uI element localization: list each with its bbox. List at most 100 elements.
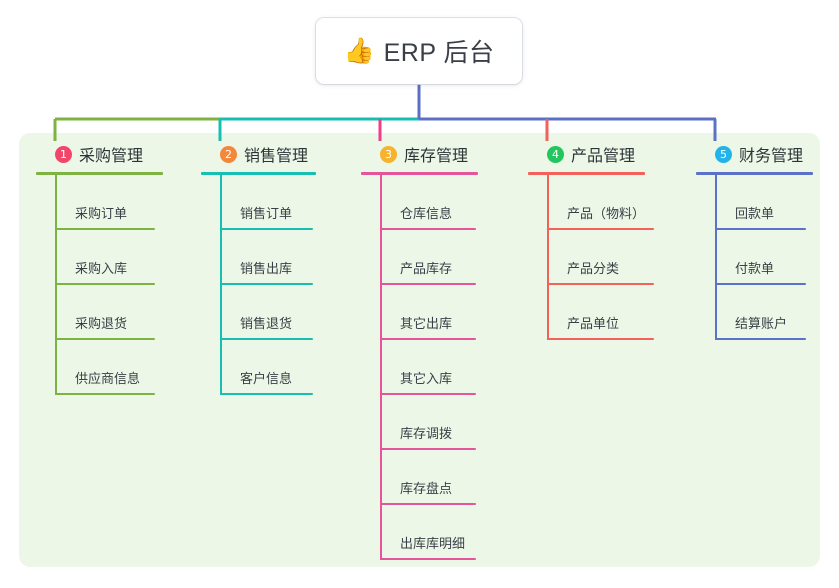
column-underline-5: [696, 172, 813, 175]
column-3: 3 库存管理仓库信息产品库存其它出库其它入库库存调拨库存盘点出库库明细: [361, 141, 478, 560]
leaf-item[interactable]: 采购入库: [55, 230, 163, 285]
leaf-item[interactable]: 产品单位: [547, 285, 654, 340]
leaf-underline: [380, 283, 476, 285]
leaf-label: 销售出库: [240, 261, 293, 276]
leaf-item[interactable]: 回款单: [715, 175, 813, 230]
leaf-list-5: 回款单付款单结算账户: [696, 175, 813, 340]
column-underline-2: [201, 172, 316, 175]
column-badge-3: 3: [380, 145, 397, 163]
column-underline-4: [528, 172, 645, 175]
column-5: 5 财务管理回款单付款单结算账户: [696, 141, 813, 340]
leaf-underline: [715, 228, 806, 230]
column-title-5: 财务管理: [739, 148, 804, 165]
leaf-item[interactable]: 销售订单: [220, 175, 316, 230]
leaf-underline: [220, 393, 313, 395]
leaf-item[interactable]: 客户信息: [220, 340, 316, 395]
leaf-label: 结算账户: [735, 316, 788, 331]
leaf-item[interactable]: 销售出库: [220, 230, 316, 285]
leaf-item[interactable]: 产品库存: [380, 230, 478, 285]
leaf-item[interactable]: 其它入库: [380, 340, 478, 395]
leaf-item[interactable]: 库存调拨: [380, 395, 478, 450]
leaf-item[interactable]: 供应商信息: [55, 340, 163, 395]
leaf-label: 产品分类: [567, 261, 620, 276]
leaf-underline: [380, 228, 476, 230]
leaf-underline: [380, 503, 476, 505]
column-header-3[interactable]: 3 库存管理: [361, 141, 478, 167]
leaf-underline: [380, 558, 476, 560]
leaf-item[interactable]: 仓库信息: [380, 175, 478, 230]
column-spine-4: [547, 175, 549, 340]
thumbs-up-icon: 👍: [343, 36, 375, 65]
leaf-label: 客户信息: [240, 371, 293, 386]
column-badge-5: 5: [715, 145, 732, 163]
leaf-underline: [220, 283, 313, 285]
column-2: 2 销售管理销售订单销售出库销售退货客户信息: [201, 141, 316, 395]
column-header-2[interactable]: 2 销售管理: [201, 141, 316, 167]
leaf-label: 供应商信息: [75, 371, 141, 386]
leaf-label: 库存盘点: [400, 481, 453, 496]
column-spine-5: [715, 175, 717, 340]
leaf-item[interactable]: 销售退货: [220, 285, 316, 340]
leaf-underline: [55, 283, 155, 285]
column-1: 1 采购管理采购订单采购入库采购退货供应商信息: [36, 141, 163, 395]
leaf-item[interactable]: 结算账户: [715, 285, 813, 340]
leaf-underline: [715, 283, 806, 285]
leaf-label: 其它入库: [400, 371, 453, 386]
leaf-label: 采购入库: [75, 261, 128, 276]
leaf-underline: [715, 338, 806, 340]
leaf-label: 仓库信息: [400, 206, 453, 221]
leaf-item[interactable]: 付款单: [715, 230, 813, 285]
leaf-list-1: 采购订单采购入库采购退货供应商信息: [36, 175, 163, 395]
leaf-underline: [380, 448, 476, 450]
column-title-2: 销售管理: [244, 148, 309, 165]
leaf-underline: [547, 283, 654, 285]
leaf-label: 库存调拨: [400, 426, 453, 441]
column-badge-2: 2: [220, 145, 237, 163]
leaf-item[interactable]: 产品分类: [547, 230, 654, 285]
leaf-item[interactable]: 采购退货: [55, 285, 163, 340]
leaf-underline: [55, 228, 155, 230]
leaf-item[interactable]: 库存盘点: [380, 450, 478, 505]
leaf-underline: [380, 338, 476, 340]
column-4: 4 产品管理产品（物料） 产品分类产品单位: [528, 141, 654, 340]
leaf-underline: [55, 393, 155, 395]
leaf-label: 销售退货: [240, 316, 293, 331]
column-title-3: 库存管理: [404, 148, 469, 165]
column-title-1: 采购管理: [79, 148, 144, 165]
leaf-label: 产品库存: [400, 261, 453, 276]
column-title-4: 产品管理: [571, 148, 636, 165]
column-header-1[interactable]: 1 采购管理: [36, 141, 163, 167]
root-title: ERP 后台: [383, 39, 495, 67]
leaf-list-4: 产品（物料） 产品分类产品单位: [528, 175, 654, 340]
leaf-underline: [220, 338, 313, 340]
diagram-panel: [19, 133, 820, 567]
column-header-5[interactable]: 5 财务管理: [696, 141, 813, 167]
leaf-label: 销售订单: [240, 206, 293, 221]
leaf-label: 回款单: [735, 206, 775, 221]
column-badge-4: 4: [547, 145, 564, 163]
leaf-item[interactable]: 采购订单: [55, 175, 163, 230]
leaf-label: 产品单位: [567, 316, 620, 331]
leaf-label: 出库库明细: [400, 536, 466, 551]
leaf-label: 其它出库: [400, 316, 453, 331]
column-spine-2: [220, 175, 222, 395]
column-spine-1: [55, 175, 57, 395]
column-underline-3: [361, 172, 478, 175]
column-header-4[interactable]: 4 产品管理: [528, 141, 645, 167]
leaf-label: 采购订单: [75, 206, 128, 221]
leaf-list-2: 销售订单销售出库销售退货客户信息: [201, 175, 316, 395]
leaf-label: 采购退货: [75, 316, 128, 331]
column-underline-1: [36, 172, 163, 175]
leaf-underline: [55, 338, 155, 340]
leaf-list-3: 仓库信息产品库存其它出库其它入库库存调拨库存盘点出库库明细: [361, 175, 478, 560]
root-node[interactable]: 👍 ERP 后台: [316, 18, 522, 84]
leaf-item[interactable]: 产品（物料）: [547, 175, 654, 230]
leaf-label: 产品（物料）: [567, 206, 646, 221]
leaf-item[interactable]: 出库库明细: [380, 505, 478, 560]
leaf-item[interactable]: 其它出库: [380, 285, 478, 340]
leaf-underline: [220, 228, 313, 230]
column-spine-3: [380, 175, 382, 560]
leaf-underline: [380, 393, 476, 395]
column-badge-1: 1: [55, 145, 72, 163]
